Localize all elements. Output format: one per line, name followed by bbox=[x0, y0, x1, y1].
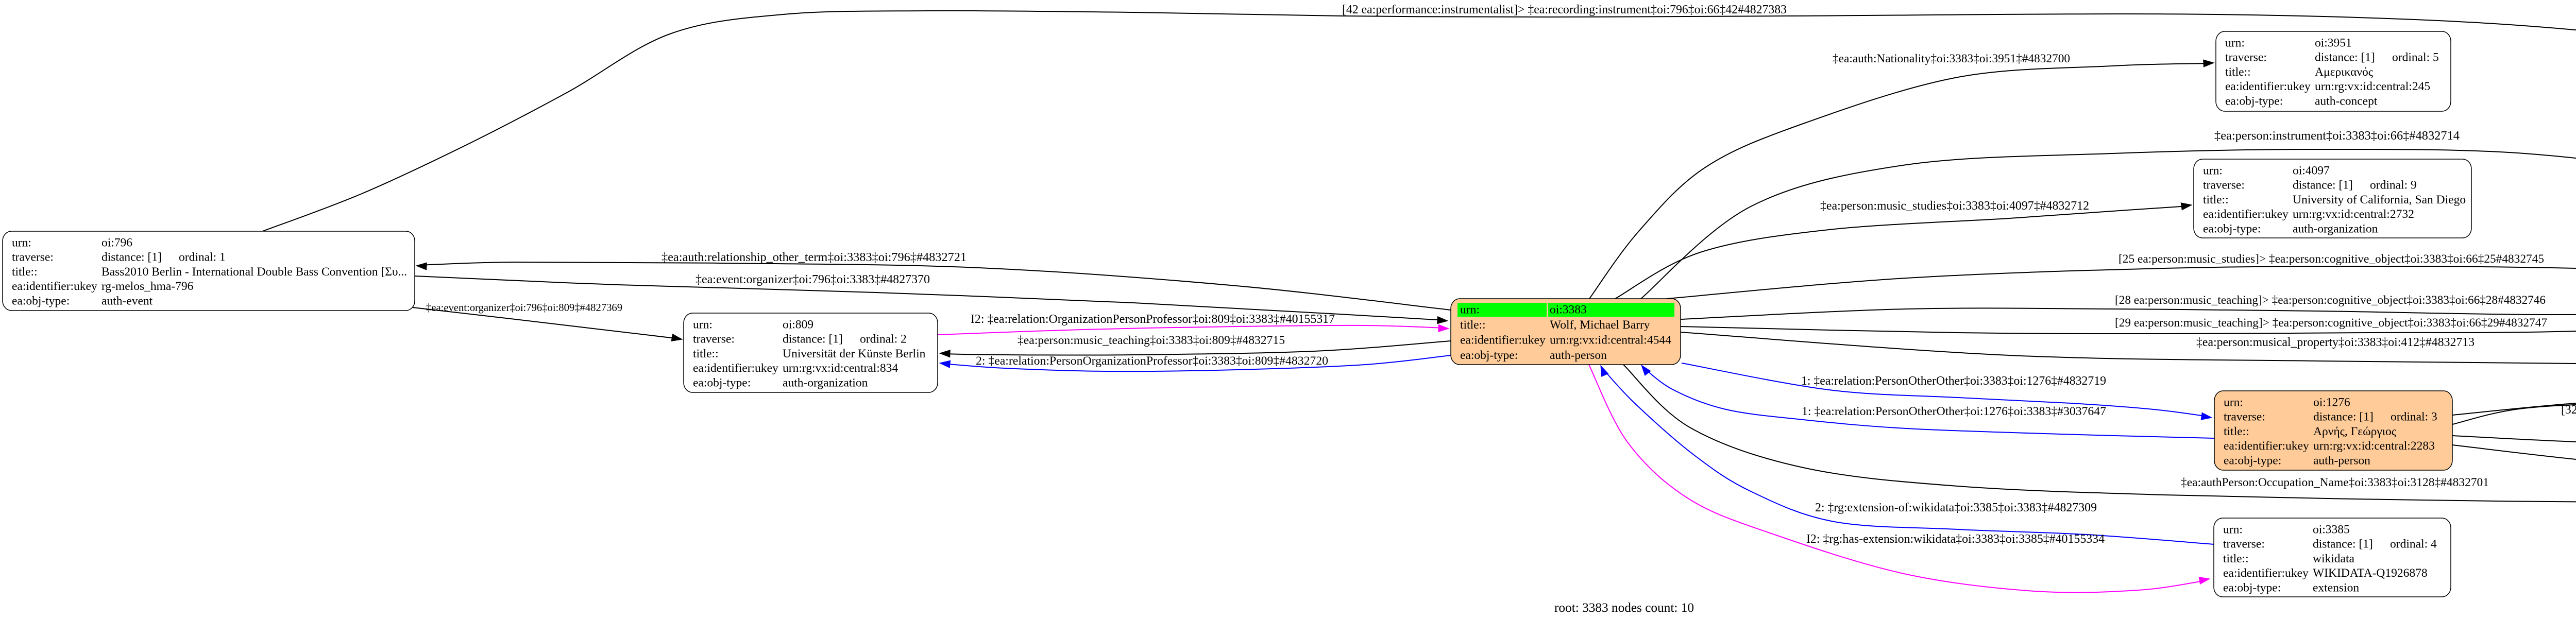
svg-text:ordinal: 1: ordinal: 1 bbox=[179, 251, 226, 264]
svg-text:[28 ea:person:music_teaching]>: [28 ea:person:music_teaching]> ‡ea:perso… bbox=[2115, 294, 2546, 307]
svg-text:ea:obj-type:: ea:obj-type: bbox=[1460, 349, 1518, 362]
svg-text:title::: title:: bbox=[2224, 425, 2249, 438]
svg-text:ea:identifier:ukey: ea:identifier:ukey bbox=[2224, 439, 2309, 453]
svg-text:urn:: urn: bbox=[2225, 37, 2245, 50]
svg-text:oi:3951: oi:3951 bbox=[2315, 37, 2352, 50]
svg-text:ea:obj-type:: ea:obj-type: bbox=[2203, 222, 2261, 235]
svg-text:urn:rg:vx:id:central:834: urn:rg:vx:id:central:834 bbox=[783, 362, 898, 375]
svg-text:‡ea:person:music_teaching‡oi:3: ‡ea:person:music_teaching‡oi:3383‡oi:809… bbox=[1018, 334, 1285, 347]
svg-text:root: 3383 nodes count: 10: root: 3383 nodes count: 10 bbox=[1554, 600, 1694, 615]
svg-text:‡ea:auth:relationship_other_te: ‡ea:auth:relationship_other_term‡oi:3383… bbox=[662, 250, 967, 264]
svg-text:traverse:: traverse: bbox=[693, 333, 735, 346]
svg-text:‡ea:person:musical_property‡oi: ‡ea:person:musical_property‡oi:3383‡oi:4… bbox=[2196, 336, 2475, 349]
svg-text:‡ea:event:organizer‡oi:796‡oi:: ‡ea:event:organizer‡oi:796‡oi:809‡#48273… bbox=[426, 302, 622, 314]
svg-text:distance: [1]: distance: [1] bbox=[783, 333, 843, 346]
svg-text:Universität der Künste Berlin: Universität der Künste Berlin bbox=[783, 347, 926, 360]
svg-text:ea:identifier:ukey: ea:identifier:ukey bbox=[1460, 334, 1546, 347]
svg-text:urn:: urn: bbox=[2223, 523, 2243, 537]
svg-text:distance: [1]: distance: [1] bbox=[2313, 410, 2374, 424]
svg-text:ea:obj-type:: ea:obj-type: bbox=[2223, 581, 2281, 594]
svg-text:ordinal: 2: ordinal: 2 bbox=[860, 333, 907, 346]
svg-text:traverse:: traverse: bbox=[2203, 179, 2245, 192]
svg-text:ea:identifier:ukey: ea:identifier:ukey bbox=[2223, 566, 2309, 580]
svg-text:ea:identifier:ukey: ea:identifier:ukey bbox=[12, 280, 97, 293]
svg-text:traverse:: traverse: bbox=[12, 251, 54, 264]
svg-text:ea:identifier:ukey: ea:identifier:ukey bbox=[693, 362, 778, 375]
svg-text:oi:3383: oi:3383 bbox=[1550, 303, 1587, 317]
svg-text:ea:identifier:ukey: ea:identifier:ukey bbox=[2225, 80, 2311, 93]
svg-text:Bass2010 Berlin - Internationa: Bass2010 Berlin - International Double B… bbox=[101, 265, 407, 279]
svg-text:traverse:: traverse: bbox=[2223, 538, 2265, 551]
svg-text:auth-concept: auth-concept bbox=[2315, 94, 2378, 108]
svg-text:‡ea:event:organizer‡oi:796‡oi:: ‡ea:event:organizer‡oi:796‡oi:3383‡#4827… bbox=[696, 273, 930, 286]
svg-text:WIKIDATA-Q1926878: WIKIDATA-Q1926878 bbox=[2313, 566, 2428, 580]
svg-text:title::: title:: bbox=[693, 347, 719, 360]
svg-text:1: ‡ea:relation:PersonOtherOth: 1: ‡ea:relation:PersonOtherOther‡oi:3383… bbox=[1801, 374, 2106, 388]
svg-text:I2: ‡rg:has-extension:wikidata: I2: ‡rg:has-extension:wikidata‡oi:3383‡o… bbox=[1806, 532, 2105, 546]
svg-text:[32 ea:person:music_studies]>: [32 ea:person:music_studies]> ‡ea:person… bbox=[2561, 403, 2576, 417]
svg-text:2: ‡rg:extension-of:wikidata‡o: 2: ‡rg:extension-of:wikidata‡oi:3385‡oi:… bbox=[1815, 501, 2097, 514]
svg-text:title::: title:: bbox=[2223, 552, 2249, 565]
svg-text:title::: title:: bbox=[2203, 193, 2229, 207]
svg-text:title::: title:: bbox=[12, 265, 38, 279]
svg-text:urn:rg:vx:id:central:2283: urn:rg:vx:id:central:2283 bbox=[2313, 439, 2435, 453]
svg-text:distance: [1]: distance: [1] bbox=[2313, 538, 2373, 551]
svg-text:2: ‡ea:relation:PersonOrganiza: 2: ‡ea:relation:PersonOrganizationProfes… bbox=[976, 354, 1328, 368]
svg-text:1: ‡ea:relation:PersonOtherOth: 1: ‡ea:relation:PersonOtherOther‡oi:1276… bbox=[1802, 405, 2106, 418]
svg-text:distance: [1]: distance: [1] bbox=[2315, 51, 2375, 64]
svg-text:oi:4097: oi:4097 bbox=[2293, 164, 2330, 178]
svg-text:ea:obj-type:: ea:obj-type: bbox=[693, 376, 751, 389]
svg-text:‡ea:person:instrument‡oi:3383‡: ‡ea:person:instrument‡oi:3383‡oi:66‡#483… bbox=[2214, 129, 2460, 143]
svg-text:[25 ea:person:music_studies]>: [25 ea:person:music_studies]> ‡ea:person… bbox=[2119, 252, 2544, 266]
svg-text:traverse:: traverse: bbox=[2225, 51, 2267, 64]
svg-text:ordinal: 4: ordinal: 4 bbox=[2390, 538, 2437, 551]
svg-text:urn:rg:vx:id:central:4544: urn:rg:vx:id:central:4544 bbox=[1550, 334, 1671, 347]
svg-text:urn:: urn: bbox=[693, 318, 713, 332]
svg-text:‡ea:authPerson:Occupation_Name: ‡ea:authPerson:Occupation_Name‡oi:3383‡o… bbox=[2181, 476, 2489, 489]
svg-text:‡ea:auth:Nationality‡oi:3383‡o: ‡ea:auth:Nationality‡oi:3383‡oi:3951‡#48… bbox=[1833, 52, 2070, 65]
svg-text:Wolf, Michael Barry: Wolf, Michael Barry bbox=[1550, 318, 1650, 332]
svg-text:auth-person: auth-person bbox=[1550, 349, 1607, 362]
svg-text:auth-event: auth-event bbox=[101, 294, 153, 307]
svg-text:I2: ‡ea:relation:OrganizationP: I2: ‡ea:relation:OrganizationPersonProfe… bbox=[971, 313, 1335, 326]
svg-text:distance: [1]: distance: [1] bbox=[101, 251, 162, 264]
svg-text:oi:796: oi:796 bbox=[101, 236, 132, 250]
svg-text:Αρνής, Γεώργιος: Αρνής, Γεώργιος bbox=[2313, 425, 2397, 438]
svg-text:title::: title:: bbox=[1460, 318, 1486, 332]
svg-text:ea:obj-type:: ea:obj-type: bbox=[2224, 454, 2281, 467]
svg-text:extension: extension bbox=[2313, 581, 2359, 594]
svg-text:distance: [1]: distance: [1] bbox=[2293, 179, 2353, 192]
svg-text:ordinal: 3: ordinal: 3 bbox=[2391, 410, 2437, 424]
svg-text:wikidata: wikidata bbox=[2313, 552, 2354, 565]
svg-text:auth-organization: auth-organization bbox=[2293, 222, 2378, 235]
svg-text:urn:: urn: bbox=[2224, 396, 2243, 409]
svg-text:University of California, San: University of California, San Diego bbox=[2293, 193, 2466, 207]
svg-text:urn:rg:vx:id:central:2732: urn:rg:vx:id:central:2732 bbox=[2293, 208, 2414, 221]
svg-text:auth-organization: auth-organization bbox=[783, 376, 868, 389]
svg-text:urn:: urn: bbox=[2203, 164, 2223, 178]
svg-text:urn:: urn: bbox=[1460, 303, 1480, 317]
svg-text:ea:obj-type:: ea:obj-type: bbox=[12, 294, 70, 307]
svg-text:auth-person: auth-person bbox=[2313, 454, 2370, 467]
svg-text:traverse:: traverse: bbox=[2224, 410, 2265, 424]
svg-text:[29 ea:person:music_teaching]>: [29 ea:person:music_teaching]> ‡ea:perso… bbox=[2115, 316, 2547, 330]
svg-text:ea:identifier:ukey: ea:identifier:ukey bbox=[2203, 208, 2289, 221]
svg-text:rg-melos_hma-796: rg-melos_hma-796 bbox=[101, 280, 194, 293]
svg-text:title::: title:: bbox=[2225, 65, 2251, 79]
svg-text:ea:obj-type:: ea:obj-type: bbox=[2225, 94, 2283, 108]
svg-text:urn:rg:vx:id:central:245: urn:rg:vx:id:central:245 bbox=[2315, 80, 2430, 93]
svg-text:urn:: urn: bbox=[12, 236, 31, 250]
svg-text:oi:3385: oi:3385 bbox=[2313, 523, 2350, 537]
svg-text:oi:1276: oi:1276 bbox=[2313, 396, 2350, 409]
svg-text:Αμερικανός: Αμερικανός bbox=[2315, 65, 2374, 79]
svg-text:ordinal: 9: ordinal: 9 bbox=[2370, 179, 2417, 192]
svg-text:[42 ea:performance:instrumenta: [42 ea:performance:instrumentalist]> ‡ea… bbox=[1342, 3, 1787, 16]
svg-text:oi:809: oi:809 bbox=[783, 318, 814, 332]
svg-text:‡ea:person:music_studies‡oi:33: ‡ea:person:music_studies‡oi:3383‡oi:4097… bbox=[1820, 199, 2089, 213]
svg-text:ordinal: 5: ordinal: 5 bbox=[2392, 51, 2439, 64]
